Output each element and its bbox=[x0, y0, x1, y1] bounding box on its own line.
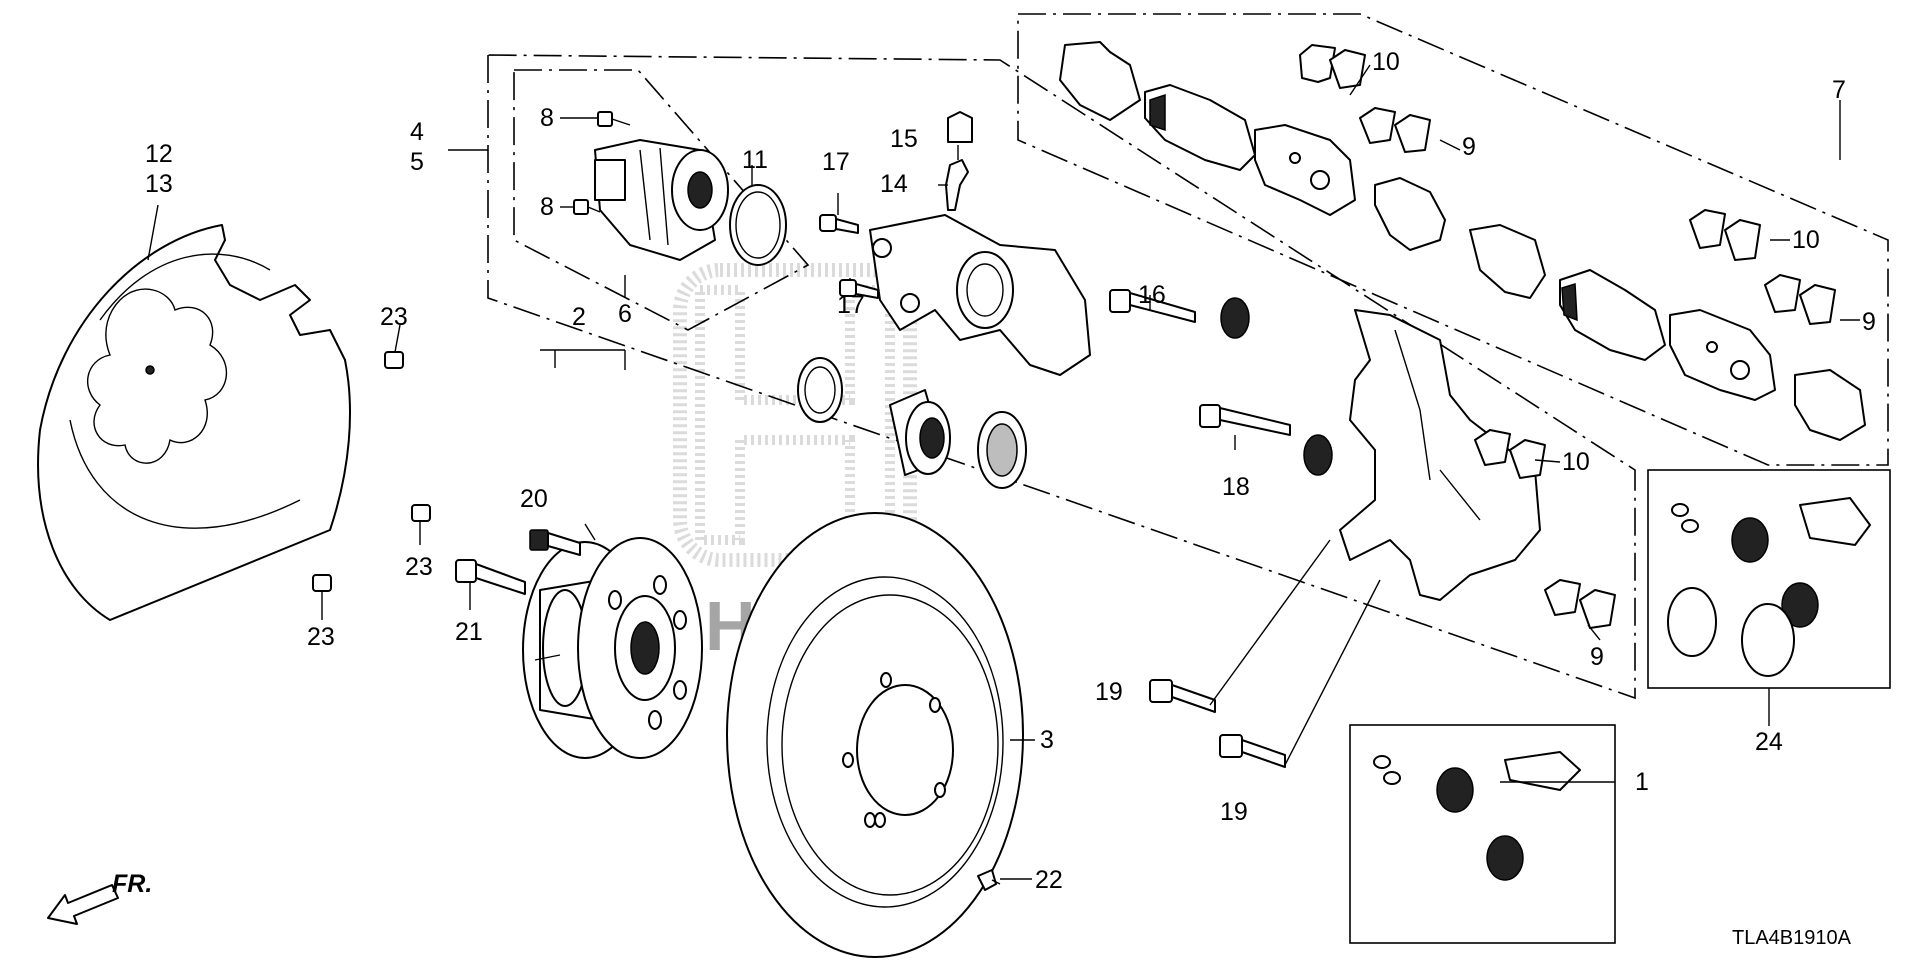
piston bbox=[889, 389, 951, 476]
pad-shim-top-1 bbox=[1059, 41, 1141, 121]
brake-pad-top-1 bbox=[1144, 84, 1256, 171]
pad-retainer-10-mid bbox=[1689, 209, 1761, 261]
bleeder-screw bbox=[945, 159, 969, 211]
splash-guard-bolt-3 bbox=[312, 574, 332, 592]
pin-boot-upper bbox=[1220, 297, 1250, 339]
callout-22: 22 bbox=[1035, 866, 1063, 894]
kit-1-contents bbox=[1373, 751, 1581, 881]
callout-24: 24 bbox=[1755, 728, 1783, 756]
callout-9-top: 9 bbox=[1462, 133, 1476, 161]
callout-1: 1 bbox=[1635, 768, 1649, 796]
pad-retainer-9-mid bbox=[1764, 274, 1836, 325]
bracket-mount-bolt-upper bbox=[1149, 679, 1216, 713]
brake-disc bbox=[726, 512, 1024, 958]
callout-12: 12 bbox=[145, 140, 173, 168]
splash-guard bbox=[37, 224, 351, 621]
callout-14: 14 bbox=[880, 170, 908, 198]
caliper-body-sub-box bbox=[513, 69, 810, 331]
callout-18: 18 bbox=[1222, 473, 1250, 501]
pad-set-box bbox=[1017, 13, 1889, 466]
callout-7: 7 bbox=[1832, 76, 1846, 104]
callout-23-a: 23 bbox=[380, 303, 408, 331]
callout-17-upper: 17 bbox=[822, 148, 850, 176]
pad-retainer-10-lower bbox=[1474, 429, 1546, 479]
callout-21: 21 bbox=[455, 618, 483, 646]
callout-8-upper: 8 bbox=[540, 104, 554, 132]
pad-backing-top-1 bbox=[1254, 124, 1356, 216]
caliper-bracket bbox=[1339, 309, 1541, 601]
bracket-mount-bolt-lower bbox=[1219, 734, 1286, 768]
bracket-bolt-lower bbox=[839, 279, 879, 299]
callout-17-lower: 17 bbox=[837, 291, 865, 319]
caliper-body bbox=[869, 214, 1091, 376]
callout-10-lower: 10 bbox=[1562, 448, 1590, 476]
callout-labels: 1 2 3 4 5 6 7 8 8 9 9 9 10 10 10 11 12 1… bbox=[112, 48, 1876, 949]
callout-10-mid: 10 bbox=[1792, 226, 1820, 254]
leader-lines bbox=[147, 64, 1860, 880]
parking-motor bbox=[594, 139, 729, 261]
callout-6: 6 bbox=[618, 300, 632, 328]
direction-label: FR. bbox=[112, 870, 152, 898]
hub-bearing bbox=[522, 537, 703, 759]
bracket-bolt-upper bbox=[819, 214, 859, 234]
callout-13: 13 bbox=[145, 170, 173, 198]
callout-2: 2 bbox=[572, 303, 586, 331]
bleeder-cap bbox=[947, 111, 973, 143]
callout-5: 5 bbox=[410, 148, 424, 176]
piston-boot bbox=[977, 411, 1027, 489]
callout-3: 3 bbox=[1040, 726, 1054, 754]
pad-retainer-9-top bbox=[1359, 107, 1431, 153]
pad-shim-top-2 bbox=[1374, 177, 1446, 251]
pad-retainer-9-lower bbox=[1544, 579, 1616, 629]
caliper-assembly-box bbox=[487, 54, 1636, 700]
pad-shim-bottom-2 bbox=[1794, 369, 1866, 441]
hub-bolt bbox=[455, 559, 526, 595]
callout-15: 15 bbox=[890, 125, 918, 153]
callout-4: 4 bbox=[410, 118, 424, 146]
piston-seal bbox=[797, 357, 843, 423]
pad-retainer-10-top bbox=[1299, 44, 1366, 89]
callout-20: 20 bbox=[520, 485, 548, 513]
callout-9-mid: 9 bbox=[1862, 308, 1876, 336]
hub-stud bbox=[529, 529, 581, 556]
callout-16: 16 bbox=[1138, 281, 1166, 309]
callout-23-b: 23 bbox=[405, 553, 433, 581]
kit-box-1 bbox=[1349, 724, 1616, 944]
pin-boot-lower bbox=[1303, 434, 1333, 476]
drawing-code: TLA4B1910A bbox=[1732, 927, 1852, 949]
kit-24-contents bbox=[1667, 497, 1871, 677]
o-ring bbox=[729, 184, 787, 266]
guide-pin-lower bbox=[1199, 404, 1291, 436]
motor-bolt-lower bbox=[573, 199, 601, 215]
callout-8-lower: 8 bbox=[540, 193, 554, 221]
callout-23-c: 23 bbox=[307, 623, 335, 651]
callout-19-lower: 19 bbox=[1220, 798, 1248, 826]
splash-guard-bolt-2 bbox=[411, 504, 431, 522]
callout-9-lower: 9 bbox=[1590, 643, 1604, 671]
front-direction-arrow bbox=[47, 884, 119, 925]
disc-screw bbox=[977, 869, 1001, 891]
callout-10-top: 10 bbox=[1372, 48, 1400, 76]
brake-pad-bottom-1 bbox=[1559, 269, 1666, 361]
callout-19-upper: 19 bbox=[1095, 678, 1123, 706]
pad-backing-bottom-1 bbox=[1669, 309, 1776, 401]
guide-pin-upper bbox=[1109, 289, 1196, 323]
motor-bolt-upper bbox=[597, 111, 631, 127]
pad-shim-bottom-1 bbox=[1469, 224, 1546, 299]
splash-guard-bolt-1 bbox=[384, 351, 404, 369]
callout-11: 11 bbox=[742, 146, 768, 174]
